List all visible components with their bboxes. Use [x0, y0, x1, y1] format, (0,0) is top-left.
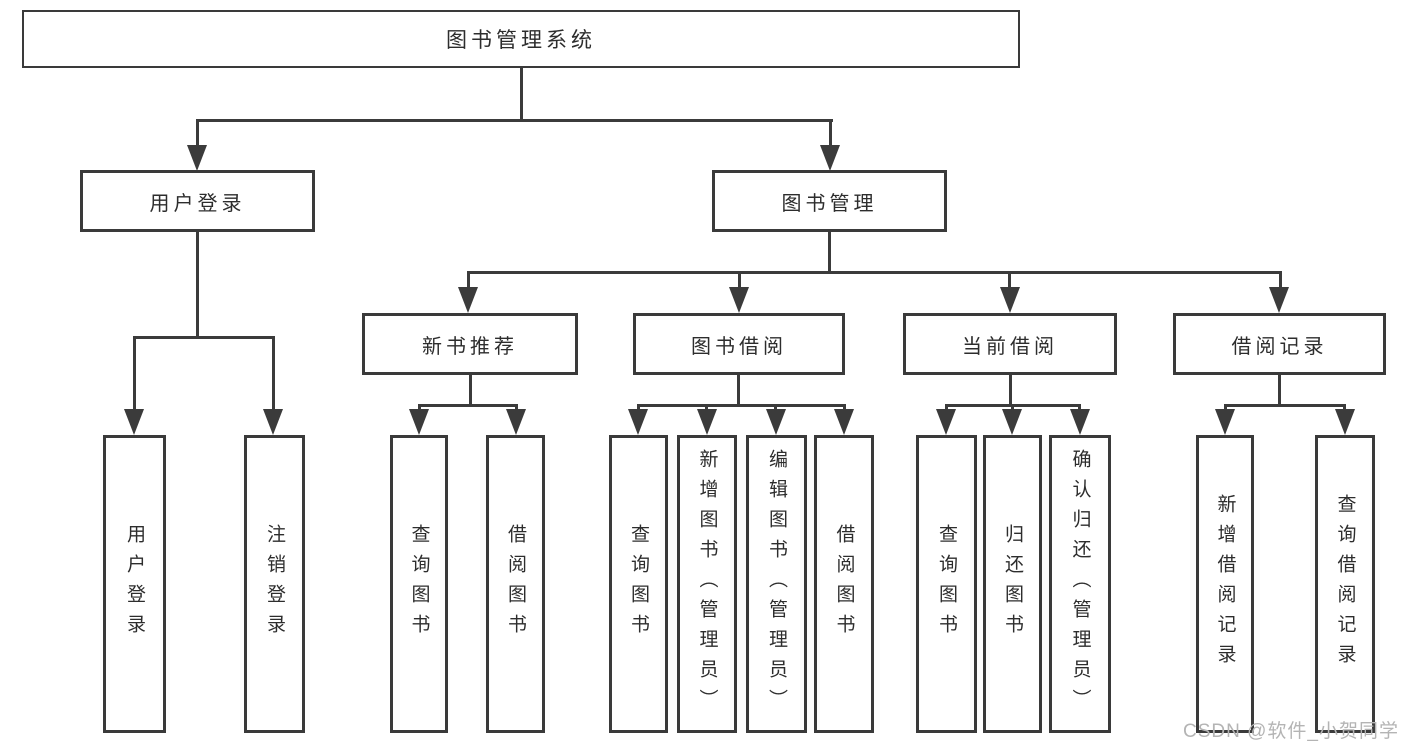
- arrow-down-icon: [1002, 409, 1022, 435]
- connector-line: [272, 336, 275, 411]
- leaf-confirm-return-admin-label: 确认归还（管理员）: [1069, 449, 1091, 719]
- leaf-add-book-admin: 新增图书（管理员）: [677, 435, 737, 733]
- leaf-query-borrow-record-label: 查询借阅记录: [1334, 494, 1356, 674]
- connector-line: [469, 375, 472, 406]
- leaf-query-books-current: 查询图书: [916, 435, 977, 733]
- arrow-down-icon: [1269, 287, 1289, 313]
- leaf-return-books-label: 归还图书: [1002, 524, 1023, 644]
- leaf-add-book-admin-label: 新增图书（管理员）: [696, 449, 718, 719]
- node-borrowing-records-label: 借阅记录: [1231, 335, 1328, 358]
- arrow-down-icon: [124, 409, 144, 435]
- node-root: 图书管理系统: [22, 10, 1020, 68]
- connector-line: [1008, 271, 1011, 289]
- node-user-login-label: 用户登录: [149, 192, 246, 215]
- arrow-down-icon: [628, 409, 648, 435]
- arrow-down-icon: [263, 409, 283, 435]
- leaf-add-borrow-record-label: 新增借阅记录: [1214, 494, 1236, 674]
- leaf-add-borrow-record: 新增借阅记录: [1196, 435, 1254, 733]
- connector-line: [1009, 375, 1012, 406]
- node-root-label: 图书管理系统: [446, 29, 596, 52]
- connector-line: [1078, 404, 1081, 413]
- leaf-edit-book-admin-label: 编辑图书（管理员）: [766, 449, 787, 719]
- node-user-login: 用户登录: [80, 170, 315, 232]
- arrow-down-icon: [729, 287, 749, 313]
- connector-line: [515, 404, 518, 413]
- leaf-confirm-return-admin: 确认归还（管理员）: [1049, 435, 1111, 733]
- connector-line: [637, 404, 640, 413]
- leaf-borrow-books-recommend-label: 借阅图书: [505, 524, 526, 644]
- connector-line: [1224, 404, 1227, 413]
- leaf-user-login-label: 用户登录: [124, 524, 145, 644]
- connector-line: [467, 271, 1282, 274]
- leaf-borrow-books-borrowing: 借阅图书: [814, 435, 874, 733]
- node-book-borrowing: 图书借阅: [633, 313, 845, 375]
- arrow-down-icon: [506, 409, 526, 435]
- arrow-down-icon: [820, 145, 840, 171]
- arrow-down-icon: [409, 409, 429, 435]
- connector-line: [196, 119, 199, 149]
- leaf-logout-label: 注销登录: [264, 524, 285, 644]
- arrow-down-icon: [1000, 287, 1020, 313]
- csdn-watermark: CSDN @软件_小贺同学: [1183, 721, 1399, 742]
- leaf-query-books-recommend: 查询图书: [390, 435, 448, 733]
- connector-line: [467, 271, 470, 289]
- connector-line: [737, 375, 740, 406]
- leaf-query-books-recommend-label: 查询图书: [408, 524, 430, 644]
- arrow-down-icon: [697, 409, 717, 435]
- connector-line: [829, 119, 832, 149]
- node-current-borrowing: 当前借阅: [903, 313, 1117, 375]
- leaf-query-books-borrowing-label: 查询图书: [628, 524, 649, 644]
- connector-line: [843, 404, 846, 413]
- leaf-borrow-books-borrowing-label: 借阅图书: [833, 524, 855, 644]
- connector-line: [133, 336, 275, 339]
- connector-line: [945, 404, 948, 413]
- connector-line: [828, 232, 831, 274]
- leaf-return-books: 归还图书: [983, 435, 1042, 733]
- connector-line: [133, 336, 136, 411]
- connector-line: [738, 271, 741, 289]
- connector-line: [705, 404, 708, 413]
- node-borrowing-records: 借阅记录: [1173, 313, 1386, 375]
- connector-line: [520, 68, 523, 122]
- connector-line: [1224, 404, 1346, 407]
- arrow-down-icon: [1215, 409, 1235, 435]
- arrow-down-icon: [187, 145, 207, 171]
- connector-line: [1278, 375, 1281, 406]
- leaf-query-books-borrowing: 查询图书: [609, 435, 668, 733]
- arrow-down-icon: [1335, 409, 1355, 435]
- leaf-query-borrow-record: 查询借阅记录: [1315, 435, 1375, 733]
- connector-line: [196, 119, 833, 122]
- node-book-management-label: 图书管理: [781, 192, 878, 215]
- connector-line: [774, 404, 777, 413]
- leaf-query-books-current-label: 查询图书: [936, 524, 957, 644]
- node-book-management: 图书管理: [712, 170, 947, 232]
- connector-line: [637, 404, 846, 407]
- node-new-book-recommend: 新书推荐: [362, 313, 578, 375]
- arrow-down-icon: [1070, 409, 1090, 435]
- arrow-down-icon: [458, 287, 478, 313]
- connector-line: [1011, 404, 1014, 413]
- connector-line: [418, 404, 421, 413]
- leaf-edit-book-admin: 编辑图书（管理员）: [746, 435, 807, 733]
- connector-line: [1279, 271, 1282, 289]
- arrow-down-icon: [834, 409, 854, 435]
- connector-line: [1343, 404, 1346, 413]
- arrow-down-icon: [936, 409, 956, 435]
- leaf-logout: 注销登录: [244, 435, 305, 733]
- arrow-down-icon: [766, 409, 786, 435]
- node-new-book-recommend-label: 新书推荐: [422, 335, 518, 358]
- connector-line: [418, 404, 518, 407]
- leaf-user-login: 用户登录: [103, 435, 166, 733]
- leaf-borrow-books-recommend: 借阅图书: [486, 435, 545, 733]
- connector-line: [196, 232, 199, 338]
- node-book-borrowing-label: 图书借阅: [691, 335, 787, 358]
- node-current-borrowing-label: 当前借阅: [962, 335, 1058, 358]
